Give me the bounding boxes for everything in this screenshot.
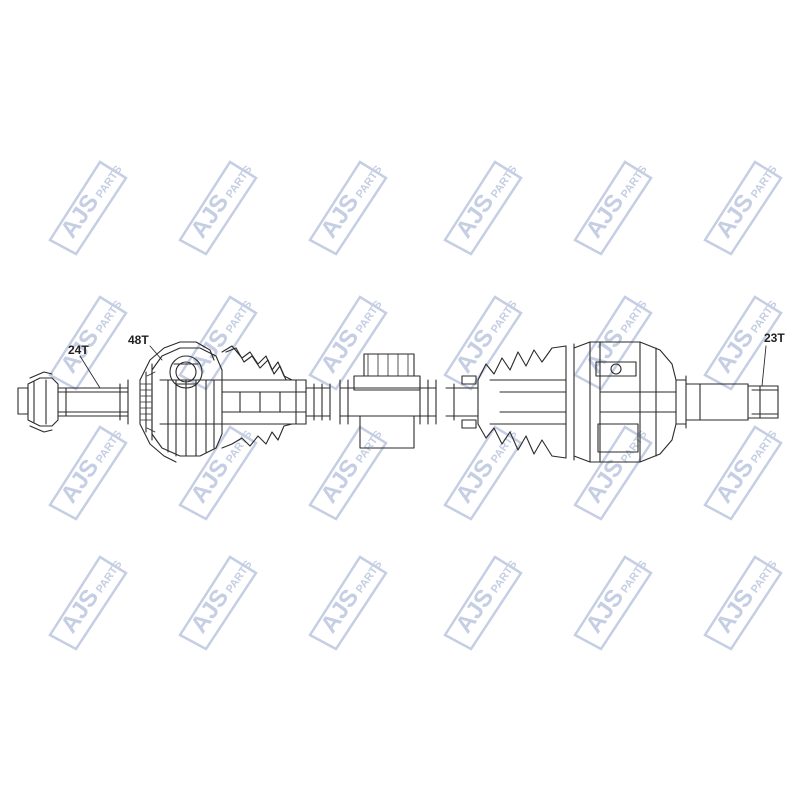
outer-cv-joint bbox=[139, 341, 223, 463]
left-spline-label: 24T bbox=[68, 343, 89, 357]
left-shaft-section bbox=[305, 383, 331, 421]
callout-leaders bbox=[79, 345, 767, 389]
right-spline-label: 23T bbox=[764, 331, 785, 345]
right-shaft-section bbox=[445, 375, 479, 429]
abs-ring-label: 48T bbox=[128, 333, 149, 347]
inner-boot bbox=[477, 343, 575, 461]
center-damper bbox=[339, 353, 437, 449]
left-splined-stub bbox=[17, 371, 129, 433]
inner-cv-joint bbox=[573, 341, 687, 463]
right-splined-stub bbox=[685, 383, 779, 421]
outer-boot bbox=[221, 345, 307, 449]
